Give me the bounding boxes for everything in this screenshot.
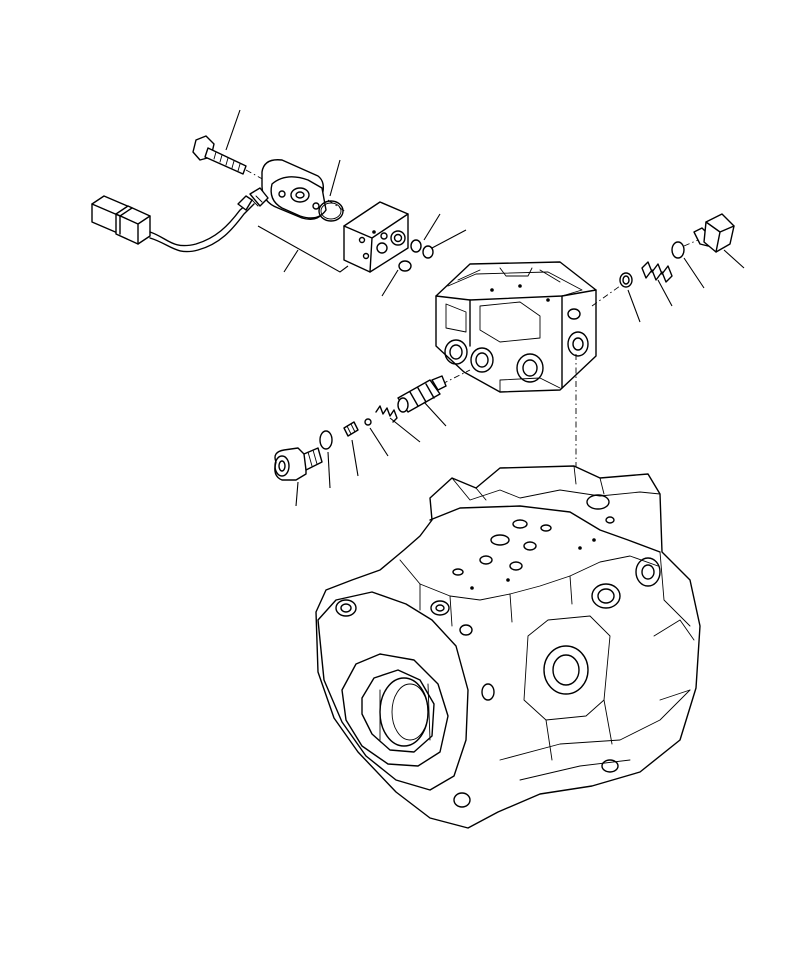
mounting-bolt (192, 109, 269, 183)
assembly-bracket-leader (257, 225, 349, 273)
pump-housing (315, 465, 701, 829)
wire-harness-connector (91, 195, 255, 253)
seat (343, 421, 359, 477)
o-ring-large (318, 200, 344, 222)
o-ring-pair (381, 213, 467, 297)
solenoid-valve (249, 159, 347, 221)
valve-block (343, 201, 409, 273)
pressure-sensor (683, 213, 745, 269)
spring (641, 261, 673, 307)
control-valve-body (435, 261, 597, 393)
spring-small (375, 405, 421, 443)
ball (364, 418, 389, 457)
spool (397, 375, 447, 427)
o-ring-right (671, 241, 705, 289)
plug-nut (619, 272, 641, 323)
o-ring-left (319, 430, 333, 489)
plug (274, 447, 323, 507)
